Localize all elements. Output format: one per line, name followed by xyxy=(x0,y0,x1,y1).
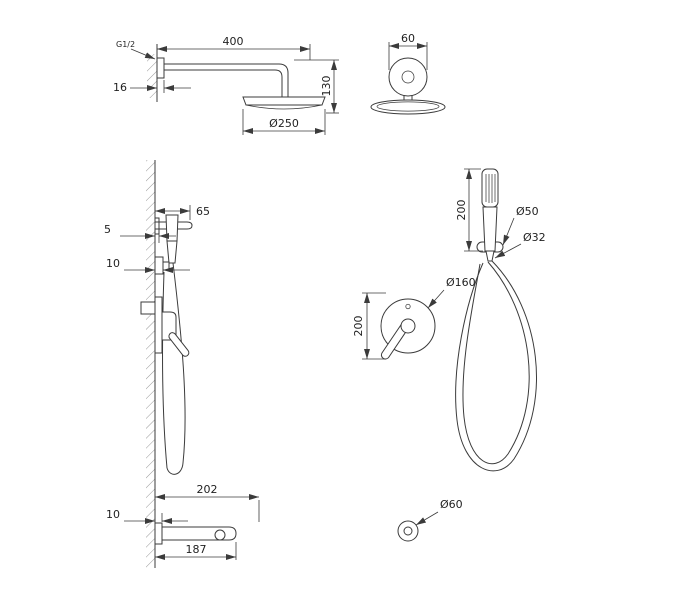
view-handshower-front: 200 Ø50 Ø32 xyxy=(455,168,546,472)
mixer-trim-plate xyxy=(154,296,163,354)
dim-flange-thickness-label: 16 xyxy=(113,81,127,94)
arm-section-circle xyxy=(401,70,415,84)
shower-arm xyxy=(164,63,289,97)
spout-tip xyxy=(228,526,237,541)
hose-side xyxy=(172,262,186,464)
leader-line xyxy=(130,48,156,60)
outlet-inner-circle xyxy=(403,526,413,536)
dim-holder-diameter-label: Ø50 xyxy=(516,205,539,218)
dim-arm-length-label: 400 xyxy=(223,35,244,48)
dim-mixer-diameter-label: Ø160 xyxy=(446,276,476,289)
head-edge-inner xyxy=(376,101,440,112)
leader-line xyxy=(494,243,522,259)
dim-holder-gap-label: 5 xyxy=(104,223,111,236)
mixer-pin xyxy=(405,303,411,310)
dim-flange-diameter-label: 60 xyxy=(401,32,415,45)
handshower-handle xyxy=(482,206,498,252)
hose-side xyxy=(161,271,168,469)
hose-side xyxy=(166,462,184,475)
leader-line xyxy=(427,289,445,309)
outlet-outer-circle xyxy=(397,520,419,542)
view-shower-arm-side: 400 16 130 Ø250 G1/2 xyxy=(113,35,339,135)
leader-line xyxy=(502,217,515,246)
mixer-inwall-body xyxy=(140,301,156,315)
dim-handle-diameter-label: Ø32 xyxy=(523,231,546,244)
dim-head-diameter-label: Ø250 xyxy=(269,117,299,130)
outlet-escutcheon xyxy=(154,256,164,275)
dim-spout-length-label: 187 xyxy=(186,543,207,556)
dim-spout-projection-label: 202 xyxy=(197,483,218,496)
holder-plate xyxy=(154,217,160,235)
handshower-handle-side xyxy=(166,240,178,264)
wall-hatch xyxy=(147,54,157,98)
handshower-head xyxy=(481,168,499,208)
dim-mixer-height-label: 200 xyxy=(352,316,365,337)
leader-line xyxy=(415,511,439,526)
thread-size-label: G1/2 xyxy=(116,40,135,49)
view-outlet-detail: Ø60 xyxy=(397,498,463,542)
dim-spout-plate-label: 10 xyxy=(106,508,120,521)
hose-loop-inner xyxy=(462,261,530,465)
view-wall-profile: 65 5 10 202 10 xyxy=(104,160,260,568)
arm-flange xyxy=(156,57,165,79)
dim-outlet-projection-label: 10 xyxy=(106,257,120,270)
dim-head-drop-label: 130 xyxy=(320,76,333,97)
mixer-lever-side xyxy=(168,332,190,357)
mixer-cartridge-cap xyxy=(400,318,416,334)
view-mixer-front: Ø160 200 xyxy=(352,276,476,360)
dim-holder-projection-label: 65 xyxy=(196,205,210,218)
shower-arm-inner xyxy=(164,69,283,97)
flange-circle xyxy=(388,57,428,97)
shower-head xyxy=(242,96,326,106)
wall-hatch xyxy=(146,160,155,568)
shower-head-bottom-arc xyxy=(245,104,323,110)
head-edge-ellipse xyxy=(370,99,446,115)
spout-plate xyxy=(154,522,163,545)
dim-wand-length-label: 200 xyxy=(455,200,468,221)
holder-bracket-cap xyxy=(186,221,193,230)
dim-outlet-diameter-label: Ø60 xyxy=(440,498,463,511)
hose-nut xyxy=(485,250,495,262)
hose-loop-outer xyxy=(455,260,537,472)
handshower-head-side xyxy=(165,214,179,242)
outlet-nipple xyxy=(162,261,170,271)
view-shower-arm-plan: 60 xyxy=(370,32,446,115)
spout-outlet-circle xyxy=(214,529,226,541)
